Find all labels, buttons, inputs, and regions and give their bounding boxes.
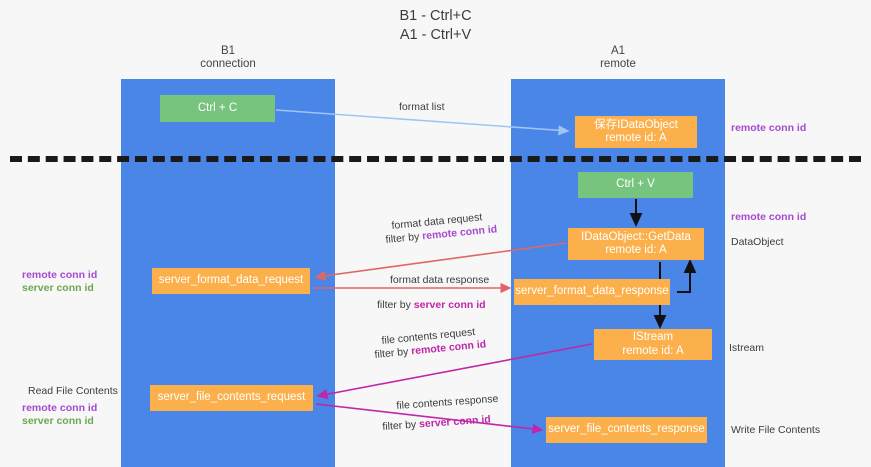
note-text: remote conn id: [731, 211, 807, 223]
box-idataobject-getdata-line1: IDataObject::GetData: [581, 230, 691, 243]
note-server-conn-id: server conn id: [22, 415, 94, 427]
box-ctrl-c-label: Ctrl + C: [197, 101, 238, 114]
title-line-2: A1 - Ctrl+V: [399, 27, 472, 43]
filter-prefix: filter by: [377, 299, 414, 311]
box-server-file-contents-response-label: server_file_contents_response: [548, 423, 705, 436]
flow-label-format-data-response: format data response: [390, 274, 490, 286]
box-istream-line2: remote id: A: [622, 344, 684, 357]
note-text: DataObject: [731, 236, 784, 248]
note-server-conn-id: server conn id: [22, 282, 94, 294]
note-istream: Istream: [729, 342, 764, 355]
note-conn-ids-file: remote conn id server conn id: [22, 402, 97, 428]
note-read-file-contents: Read File Contents: [28, 385, 118, 398]
box-ctrl-v[interactable]: Ctrl + V: [578, 172, 693, 198]
box-istream-line1: IStream: [632, 331, 674, 343]
filter-prefix: filter by: [385, 230, 423, 246]
box-server-format-data-response-label: server_format_data_response: [515, 285, 669, 298]
box-save-idataobject[interactable]: 保存IDataObject remote id: A: [575, 116, 697, 148]
lane-header-b1-role: connection: [200, 58, 256, 70]
box-ctrl-v-label: Ctrl + V: [616, 178, 655, 191]
filter-key: server conn id: [413, 299, 486, 311]
diagram-title: B1 - Ctrl+C A1 - Ctrl+V: [0, 7, 871, 45]
lane-header-b1-name: B1: [220, 45, 236, 57]
box-server-format-data-request-label: server_format_data_request: [158, 274, 304, 287]
lane-header-b1: B1 connection: [121, 45, 335, 71]
note-text: Read File Contents: [28, 385, 118, 397]
note-text: remote conn id: [731, 122, 807, 134]
note-conn-ids-format: remote conn id server conn id: [22, 269, 97, 295]
lane-header-a1-name: A1: [610, 45, 626, 57]
box-save-idataobject-line2: remote id: A: [605, 132, 667, 144]
box-ctrl-c[interactable]: Ctrl + C: [160, 95, 275, 122]
box-server-format-data-request[interactable]: server_format_data_request: [152, 268, 310, 294]
box-istream[interactable]: IStream remote id: A: [594, 329, 712, 360]
box-save-idataobject-line1: 保存IDataObject: [594, 118, 678, 131]
note-remote-conn-id: remote conn id: [22, 269, 98, 281]
filter-prefix: filter by: [382, 418, 420, 433]
box-server-file-contents-request[interactable]: server_file_contents_request: [150, 385, 313, 411]
note-write-file-contents: Write File Contents: [731, 424, 820, 437]
box-server-file-contents-request-label: server_file_contents_request: [157, 391, 306, 404]
flow-label-format-list: format list: [399, 101, 445, 113]
lane-header-a1-role: remote: [600, 58, 636, 70]
note-remote-conn-id: remote conn id: [22, 402, 98, 414]
filter-prefix: filter by: [374, 345, 412, 361]
title-line-1: B1 - Ctrl+C: [399, 8, 472, 24]
note-text: Istream: [729, 342, 765, 354]
box-idataobject-getdata[interactable]: IDataObject::GetData remote id: A: [568, 228, 704, 260]
note-remote-conn-id-top: remote conn id: [731, 122, 806, 135]
flow-label-format-data-response-filter: filter by server conn id: [377, 299, 486, 312]
note-text: Write File Contents: [731, 424, 821, 436]
box-server-format-data-response[interactable]: server_format_data_response: [514, 279, 670, 305]
note-dataobject: DataObject: [731, 236, 784, 249]
box-idataobject-getdata-line2: remote id: A: [605, 244, 667, 256]
note-remote-conn-id-mid: remote conn id: [731, 211, 806, 224]
phase-divider: [10, 156, 861, 162]
box-server-file-contents-response[interactable]: server_file_contents_response: [546, 417, 707, 443]
lane-header-a1: A1 remote: [511, 45, 725, 71]
